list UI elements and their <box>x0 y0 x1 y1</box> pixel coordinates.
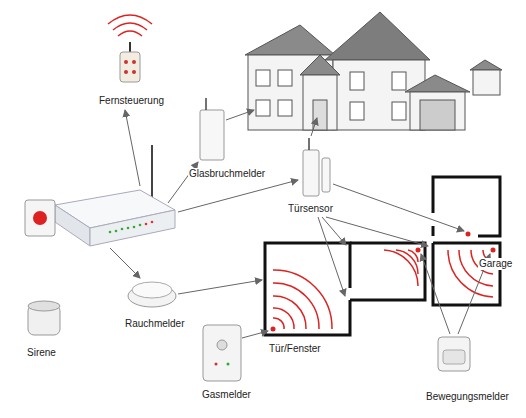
device-label: Rauchmelder <box>124 318 185 330</box>
device-label: Sirene <box>26 347 57 359</box>
device-label: Bewegungsmelder <box>425 391 510 403</box>
device-label: Fernsteuerung <box>98 95 165 107</box>
device-label: Tür/Fenster <box>268 343 322 355</box>
device-label: Glasbruchmelder <box>188 168 266 180</box>
device-label: Türsensor <box>287 203 334 215</box>
device-label: Garage <box>478 258 513 270</box>
device-label: Gasmelder <box>201 389 252 401</box>
